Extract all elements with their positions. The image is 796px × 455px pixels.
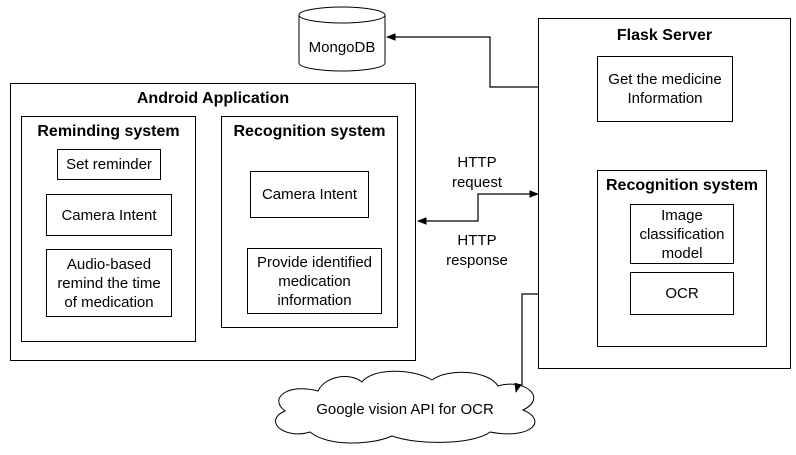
provide-line1: Provide identified bbox=[256, 253, 373, 271]
audio-line1: Audio-based bbox=[66, 255, 152, 273]
provide-info-box: Provide identified medication informatio… bbox=[247, 248, 382, 314]
android-recognition-title: Recognition system bbox=[233, 123, 386, 140]
reminding-system-title: Reminding system bbox=[37, 123, 180, 140]
audio-line3: of medication bbox=[64, 293, 154, 311]
http-response-line1: HTTP bbox=[457, 232, 497, 249]
get-medicine-info-line1: Get the medicine bbox=[608, 71, 722, 88]
provide-line2: medication bbox=[278, 272, 351, 290]
audio-reminder-box: Audio-based remind the time of medicatio… bbox=[46, 249, 172, 317]
http-response-label: HTTP response bbox=[437, 231, 517, 271]
flask-server-title: Flask Server bbox=[616, 27, 713, 44]
recognition-camera-intent-box: Camera Intent bbox=[250, 171, 369, 218]
http-request-line2: request bbox=[451, 174, 503, 191]
google-vision-label: Google vision API for OCR bbox=[316, 401, 494, 418]
reminding-camera-intent-box: Camera Intent bbox=[46, 194, 172, 236]
model-line3: model bbox=[661, 244, 703, 262]
mongodb-label: MongoDB bbox=[308, 39, 376, 56]
audio-line2: remind the time bbox=[57, 274, 161, 292]
provide-line3: information bbox=[277, 291, 352, 309]
mongodb-cylinder-shape bbox=[298, 6, 386, 72]
set-reminder-label: Set reminder bbox=[66, 156, 152, 173]
reminding-camera-intent-label: Camera Intent bbox=[61, 206, 157, 224]
http-response-line2: response bbox=[446, 252, 508, 269]
get-medicine-info-line2: Information bbox=[627, 90, 703, 107]
ocr-box: OCR bbox=[630, 272, 734, 315]
http-request-line1: HTTP bbox=[457, 154, 497, 171]
get-medicine-info-box: Get the medicine Information bbox=[597, 56, 733, 122]
ocr-label: OCR bbox=[665, 285, 699, 302]
image-classification-model-box: Image classification model bbox=[630, 204, 734, 264]
model-line2: classification bbox=[639, 225, 725, 243]
android-app-title: Android Application bbox=[136, 90, 290, 107]
http-connector bbox=[417, 190, 539, 225]
http-request-label: HTTP request bbox=[437, 153, 517, 193]
model-line1: Image bbox=[661, 206, 703, 224]
set-reminder-box: Set reminder bbox=[57, 149, 161, 180]
server-recognition-title: Recognition system bbox=[605, 177, 759, 194]
cloud-shape bbox=[275, 370, 536, 444]
recognition-camera-intent-label: Camera Intent bbox=[261, 186, 358, 203]
